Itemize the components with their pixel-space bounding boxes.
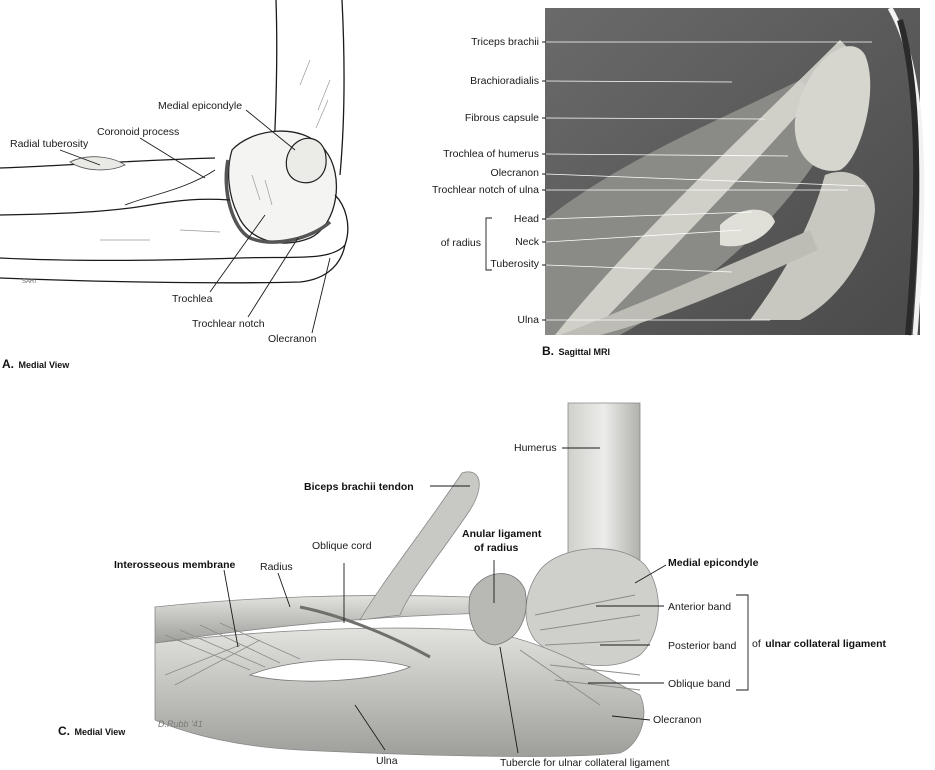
anular-ligament — [468, 573, 527, 646]
label-radial-tuberosity: Radial tuberosity — [10, 138, 89, 150]
leader-olecranon — [311, 257, 331, 334]
label-ulna-b: Ulna — [517, 314, 539, 326]
mri-ulna-shaft — [560, 230, 818, 335]
leader-tubercle — [499, 646, 519, 754]
radial-tuberosity-shape — [69, 156, 126, 171]
label-olecranon: Olecranon — [268, 333, 317, 345]
leader-neck — [545, 229, 743, 243]
mri-dark-fat-line — [897, 19, 920, 336]
ucl-fibers — [519, 594, 641, 706]
label-brachioradialis: Brachioradialis — [470, 75, 539, 87]
label-interosseous-membrane: Interosseous membrane — [114, 559, 236, 571]
label-tubercle-for-ucl: Tubercle for ulnar collateral ligament — [500, 757, 670, 769]
label-trochlea: Trochlea — [172, 293, 213, 305]
label-humerus: Humerus — [514, 442, 557, 454]
leader-medial-epicondyle-c — [634, 564, 667, 584]
label-of-radius: of radius — [441, 237, 481, 249]
label-triceps-brachii: Triceps brachii — [471, 36, 539, 48]
panel-a-medial-view-drawing: Medial epicondyle Coronoid process Radia… — [0, 0, 349, 372]
leader-medial-epicondyle — [245, 109, 296, 151]
label-ulna-c: Ulna — [376, 755, 398, 767]
interosseous-gap — [248, 659, 412, 682]
leader-head — [545, 211, 753, 220]
artist-signature-a: SARI — [22, 279, 36, 285]
label-anular-ligament-line1: Anular ligament — [462, 528, 542, 540]
leader-stubs — [542, 41, 546, 321]
ulna-outline — [0, 194, 349, 261]
panel-c-ligament-illustration: Humerus Biceps brachii tendon Interosseo… — [58, 402, 887, 769]
label-of-ulnar-collateral-ligament: of ulnar collateral ligament — [752, 634, 887, 651]
label-head: Head — [514, 213, 539, 225]
leader-tuberosity — [545, 264, 733, 273]
label-radius-c: Radius — [260, 561, 293, 573]
panel-b-sagittal-mri: Triceps brachii Brachioradialis Fibrous … — [432, 6, 925, 359]
leader-ulna-c — [354, 704, 386, 751]
label-trochlear-notch: Trochlear notch — [192, 318, 265, 330]
olecranon-outline — [0, 244, 346, 284]
label-biceps-brachii-tendon: Biceps brachii tendon — [304, 481, 414, 493]
medial-epicondyle-outline — [285, 137, 327, 184]
leader-olecranon-b — [545, 173, 866, 187]
label-trochlea-of-humerus: Trochlea of humerus — [443, 148, 539, 160]
mri-radius-head — [720, 209, 775, 247]
bracket-of-radius — [485, 217, 492, 271]
coronoid-process-shape — [124, 169, 216, 206]
label-fibrous-capsule: Fibrous capsule — [465, 112, 539, 124]
leader-brachioradialis — [545, 80, 733, 83]
label-oblique-cord: Oblique cord — [312, 540, 372, 552]
ulna-bone — [154, 627, 645, 757]
artist-signature-c: D.Rubb '41 — [158, 719, 203, 729]
label-medial-epicondyle: Medial epicondyle — [158, 100, 242, 112]
leader-trochlea — [209, 214, 266, 293]
leader-fibrous-capsule — [545, 117, 766, 120]
caption-a: A. Medial View — [2, 355, 70, 372]
leader-olecranon-c — [611, 715, 651, 721]
label-olecranon-b: Olecranon — [491, 167, 540, 179]
label-tuberosity: Tuberosity — [490, 258, 539, 270]
oblique-cord — [299, 605, 431, 659]
label-olecranon-c: Olecranon — [653, 714, 702, 726]
label-coronoid-process: Coronoid process — [97, 126, 179, 138]
caption-b: B. Sagittal MRI — [542, 342, 610, 359]
leader-coronoid-process — [139, 137, 206, 179]
leader-trochlear-notch — [247, 237, 299, 318]
label-anterior-band: Anterior band — [668, 601, 731, 613]
label-trochlear-notch-of-ulna: Trochlear notch of ulna — [432, 184, 539, 196]
mri-bright-band — [555, 40, 852, 335]
trochlear-notch-curve — [224, 159, 332, 244]
label-anular-ligament-line2: of radius — [474, 542, 518, 554]
biceps-tendon — [359, 471, 480, 621]
leader-radius — [277, 572, 291, 608]
caption-c: C. Medial View — [58, 722, 126, 739]
interosseous-membrane-fibers — [164, 622, 301, 686]
label-oblique-band: Oblique band — [668, 678, 731, 690]
mri-humerus-condyle — [794, 46, 871, 171]
leader-radial-tuberosity — [59, 149, 101, 166]
distal-humerus — [525, 548, 659, 666]
leader-trochlea-of-humerus — [545, 153, 789, 157]
leader-interosseous-membrane — [223, 569, 239, 648]
bracket-ulnar-collateral — [736, 594, 749, 691]
label-neck: Neck — [515, 236, 540, 248]
label-medial-epicondyle-c: Medial epicondyle — [668, 557, 759, 569]
label-posterior-band: Posterior band — [668, 640, 736, 652]
shading-lines — [100, 59, 331, 241]
